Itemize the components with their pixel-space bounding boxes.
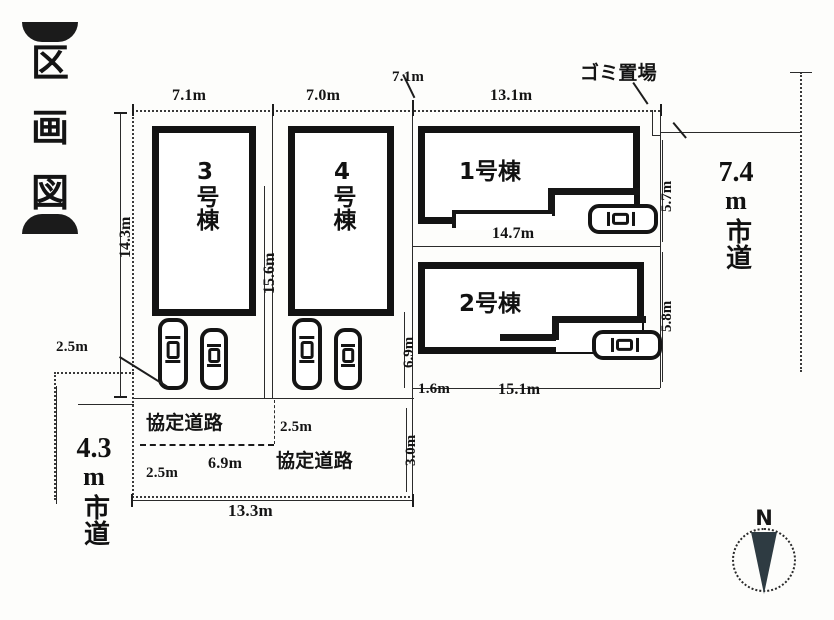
dim-label-5-8: 5.8m [659, 300, 675, 332]
road-east-top-cap [790, 72, 812, 73]
building-2-notch-top [552, 316, 646, 323]
building-4-label: 4号棟 [328, 159, 355, 231]
building-1-label: 1号棟 [459, 159, 522, 185]
dim-label-5-7: 5.7m [659, 180, 675, 212]
title-bracket-top [22, 22, 78, 42]
dim-label-13-1: 13.1m [490, 87, 533, 104]
gomi-box-left [652, 110, 653, 135]
compass-needle-icon [751, 532, 777, 594]
car-icon-plot4-a [292, 318, 322, 390]
road-east-width: 7.4 [718, 157, 754, 188]
dim-label-1-6: 1.6m [418, 381, 451, 397]
compass-rose: N [728, 506, 800, 600]
dim-label-14-3: 14.3m [117, 216, 134, 258]
title-char-3: 図 [30, 171, 69, 215]
title-char-1: 区 [30, 41, 69, 85]
road-east-top-line [660, 132, 800, 133]
tick-top-b [272, 104, 274, 116]
boundary-south [132, 496, 414, 498]
dim-label-3-0: 3.0m [403, 434, 419, 466]
dim-line-13-3 [132, 500, 414, 501]
plan-title-block: 区 画 図 [22, 22, 78, 234]
dim-label-13-3: 13.3m [228, 501, 273, 520]
road-sw-dim-line [56, 386, 57, 504]
car-icon-plot1 [588, 204, 658, 234]
dim-label-14-7: 14.7m [492, 225, 535, 242]
car-icon-plot4-b [334, 328, 362, 390]
leader-road-east [672, 122, 687, 139]
title-char-2: 画 [30, 106, 69, 150]
gomi-label: ゴミ置場 [580, 62, 657, 84]
dim-label-2-5-upper-left: 2.5m [56, 339, 89, 355]
compass-north-label: N [755, 506, 773, 530]
dim-line-5-8 [662, 252, 663, 382]
dim-label-15-6: 15.6m [261, 252, 278, 294]
dim-line-3-0 [406, 408, 407, 492]
dim-label-top-7-1: 7.1m [172, 87, 207, 104]
tick-bottom-right [412, 494, 414, 507]
east-edge-lower [660, 246, 661, 388]
building-4[interactable]: 4号棟 [288, 126, 394, 316]
dim-label-top-7-0: 7.0m [306, 87, 341, 104]
building-2-notch-step [500, 334, 556, 341]
kyotei-road-dash-west [140, 444, 274, 446]
kyotei-road-label-1: 協定道路 [146, 412, 223, 434]
tick-top-c [412, 100, 414, 116]
dim-line-14-3 [120, 112, 121, 396]
parcel-south-edge [132, 398, 414, 399]
gomi-box-bottom [652, 135, 660, 136]
building-1-notch-left [548, 188, 555, 216]
tick-left-bottom [114, 396, 127, 398]
road-sw-width: 4.3 [76, 433, 112, 464]
parcel-divider-3-4 [272, 110, 273, 398]
car-icon-plot3-b [200, 328, 228, 390]
boundary-west [132, 110, 134, 498]
dim-line-6-9-vert [404, 312, 405, 388]
leader-gomi [632, 82, 649, 105]
parcel-divider-4-east [412, 110, 413, 496]
dim-label-2-5-a: 2.5m [280, 419, 313, 435]
tick-top-a [132, 104, 134, 116]
east-south-edge [412, 388, 660, 389]
tick-top-d [660, 104, 662, 116]
building-3-label: 3号棟 [191, 159, 218, 231]
building-1-notch-step-left [452, 210, 459, 228]
car-icon-plot3-a [158, 318, 188, 390]
dim-label-15-1: 15.1m [498, 381, 541, 398]
car-icon-plot2 [592, 330, 662, 360]
building-3[interactable]: 3号棟 [152, 126, 256, 316]
dim-line-5-7 [662, 140, 663, 242]
plan-title-characters: 区 画 図 [26, 44, 74, 212]
building-1-notch-top [548, 188, 640, 195]
building-1-notch-step [452, 210, 552, 217]
road-sw-width-line [78, 404, 134, 405]
tick-left-top [114, 112, 127, 114]
kyotei-road-label-2: 協定道路 [276, 450, 353, 472]
road-east-outer-boundary [800, 72, 802, 372]
road-sw-top-boundary [54, 372, 134, 374]
dim-label-6-9-vert: 6.9m [401, 336, 417, 368]
dim-label-top-7-1-east: 7.1m [392, 69, 425, 85]
road-sw-type: 市道 [79, 493, 110, 546]
road-east-label-group: 7.4 m 市道 [704, 158, 768, 270]
building-1-step-fill [456, 214, 552, 230]
road-sw-label-group: 4.3 m 市道 [62, 434, 126, 546]
road-east-type: 市道 [721, 217, 752, 270]
east-edge-upper [660, 110, 661, 246]
road-east-edge [412, 388, 413, 496]
building-2-notch-left [552, 316, 559, 340]
kyotei-road-dash-divider [274, 400, 275, 444]
dim-line-15-6 [264, 186, 265, 398]
dim-label-2-5-b: 2.5m [146, 465, 179, 481]
road-east-unit: m [725, 186, 747, 216]
divider-bldg1-bldg2 [412, 246, 660, 247]
dim-label-6-9: 6.9m [208, 455, 243, 472]
tick-bottom-left [131, 494, 133, 507]
road-sw-outer-boundary [54, 372, 56, 500]
building-2-label: 2号棟 [459, 291, 522, 317]
boundary-north-east [414, 110, 660, 112]
title-bracket-bottom [22, 214, 78, 234]
road-sw-unit: m [83, 462, 105, 492]
